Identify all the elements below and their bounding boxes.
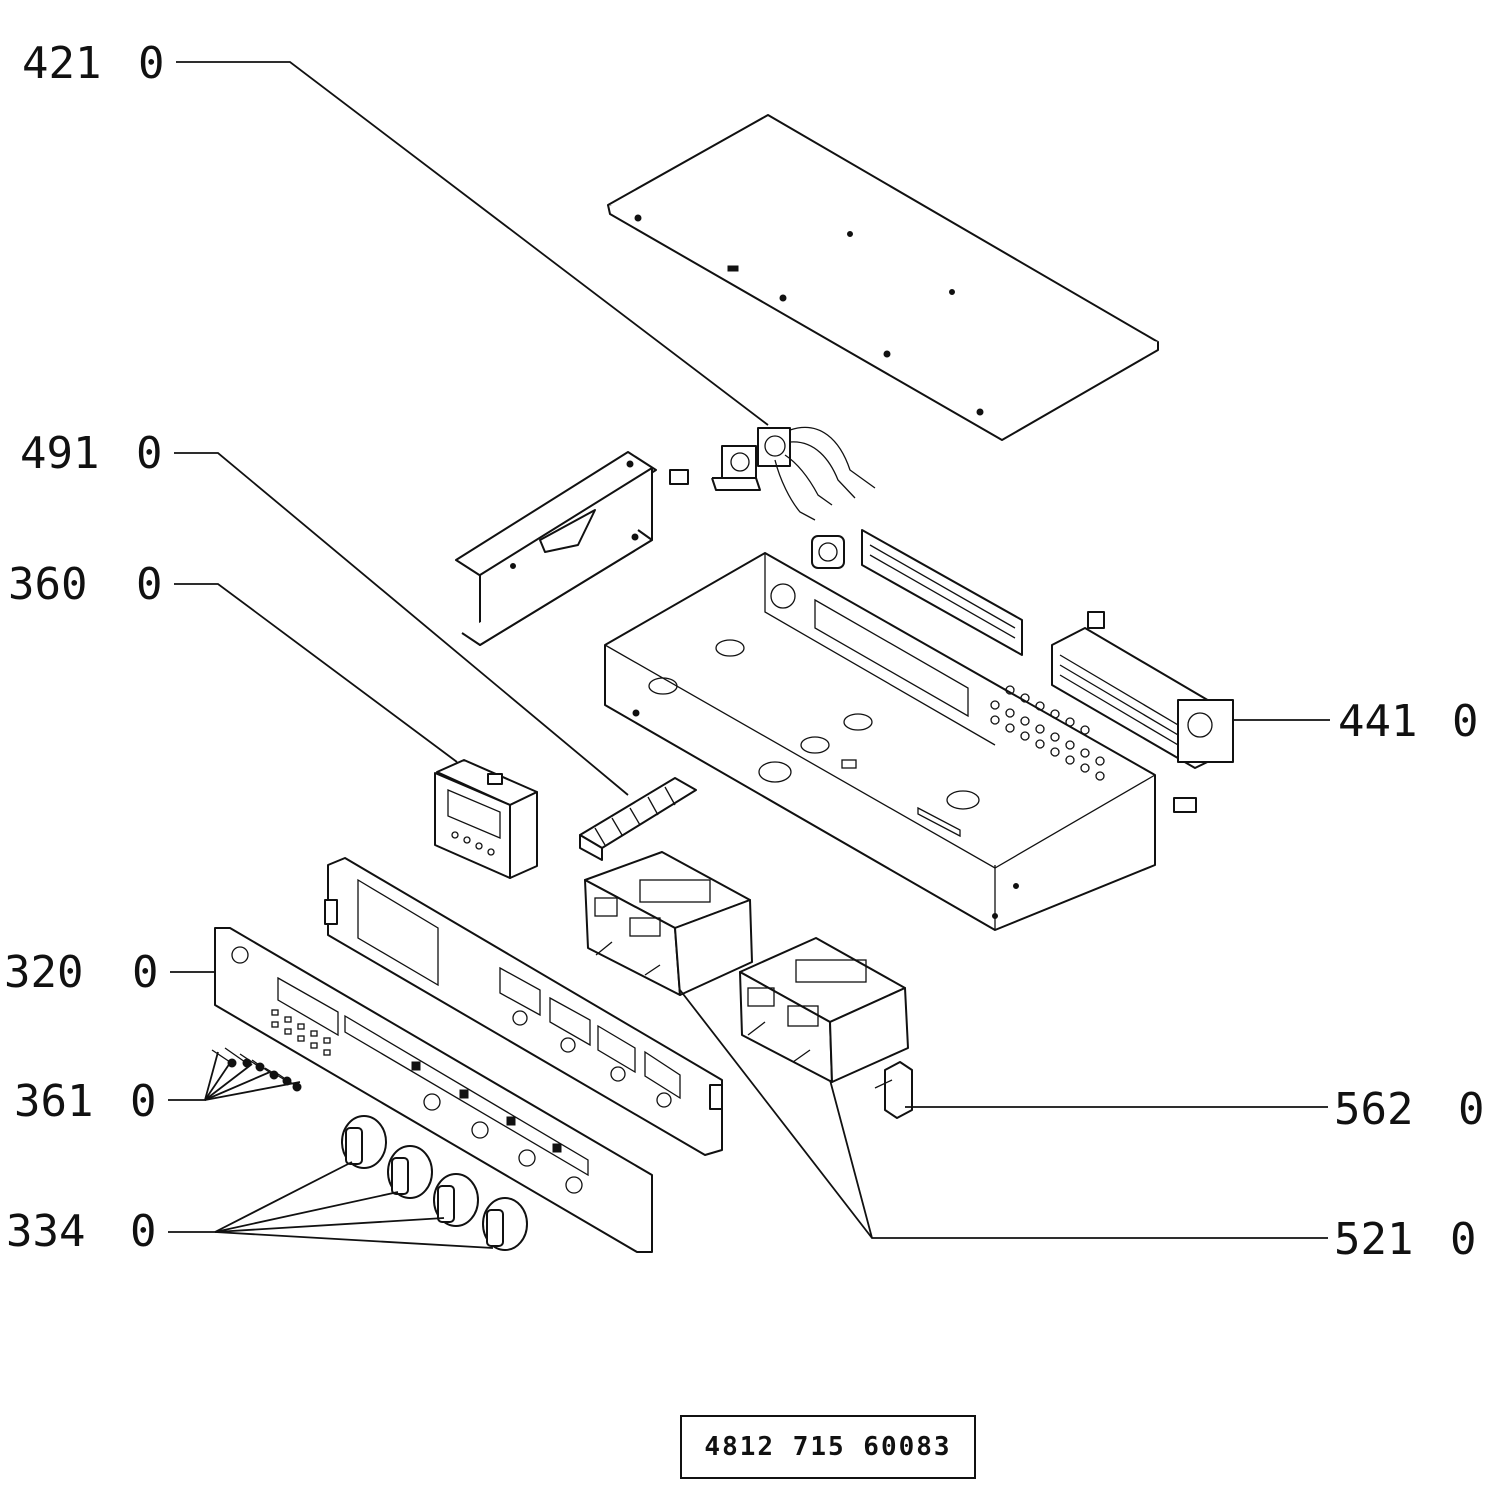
leader-361-e bbox=[204, 1081, 301, 1101]
callout-suffix-320: 0 bbox=[132, 947, 159, 998]
transformer-assembly bbox=[669, 426, 876, 521]
leader-361-d bbox=[204, 1071, 271, 1101]
leader-334-d bbox=[214, 1231, 494, 1249]
knob-3 bbox=[433, 1173, 479, 1227]
leader-lines bbox=[168, 61, 1330, 1249]
callout-code-320: 320 bbox=[4, 947, 83, 998]
terminal-block bbox=[579, 777, 697, 861]
leader-521-b bbox=[829, 1079, 873, 1239]
main-chassis bbox=[604, 552, 1197, 931]
microswitch bbox=[874, 1061, 913, 1119]
reference-number: 4812 715 60083 bbox=[704, 1432, 952, 1462]
leader-334-b bbox=[214, 1191, 399, 1233]
leader-334-c bbox=[214, 1217, 445, 1233]
callout-suffix-521: 0 bbox=[1450, 1214, 1477, 1265]
callout-code-360: 360 bbox=[8, 559, 87, 610]
callout-code-491: 491 bbox=[20, 428, 99, 479]
push-pins bbox=[211, 1047, 302, 1092]
callout-code-521: 521 bbox=[1334, 1214, 1413, 1265]
callout-suffix-421: 0 bbox=[138, 38, 165, 89]
relay-board-upper bbox=[584, 851, 753, 996]
leader-360 bbox=[174, 583, 458, 763]
control-knobs bbox=[341, 1115, 528, 1251]
callout-suffix-562: 0 bbox=[1458, 1084, 1485, 1135]
top-cover-plate bbox=[607, 114, 1159, 441]
callout-code-441: 441 bbox=[1338, 696, 1417, 747]
callout-code-361: 361 bbox=[14, 1076, 93, 1127]
tangential-fan bbox=[1051, 611, 1234, 769]
callout-suffix-441: 0 bbox=[1452, 696, 1479, 747]
callout-labels: 421 0 491 0 360 0 320 0 361 0 334 0 441 … bbox=[4, 38, 1485, 1265]
knob-1 bbox=[341, 1115, 387, 1169]
timer-module bbox=[434, 759, 538, 879]
keypad-buttons bbox=[271, 1009, 331, 1056]
callout-suffix-334: 0 bbox=[130, 1206, 157, 1257]
leader-361-b bbox=[204, 1059, 233, 1101]
leader-361-c bbox=[204, 1063, 253, 1101]
chassis-rear-components bbox=[811, 529, 1023, 656]
front-control-panel bbox=[214, 927, 653, 1253]
chassis-vent-grid bbox=[990, 685, 1105, 781]
callout-code-334: 334 bbox=[6, 1206, 85, 1257]
knob-2 bbox=[387, 1145, 433, 1199]
callout-suffix-491: 0 bbox=[136, 428, 163, 479]
callout-suffix-360: 0 bbox=[136, 559, 163, 610]
callout-code-421: 421 bbox=[22, 38, 101, 89]
relay-board-lower bbox=[739, 937, 909, 1083]
reference-number-box: 4812 715 60083 bbox=[680, 1415, 976, 1479]
leader-491 bbox=[174, 452, 629, 796]
knob-4 bbox=[482, 1197, 528, 1251]
mounting-bracket bbox=[455, 451, 657, 646]
callout-suffix-361: 0 bbox=[130, 1076, 157, 1127]
inner-frame-panel bbox=[324, 857, 723, 1156]
leader-421 bbox=[176, 61, 769, 426]
callout-code-562: 562 bbox=[1334, 1084, 1413, 1135]
